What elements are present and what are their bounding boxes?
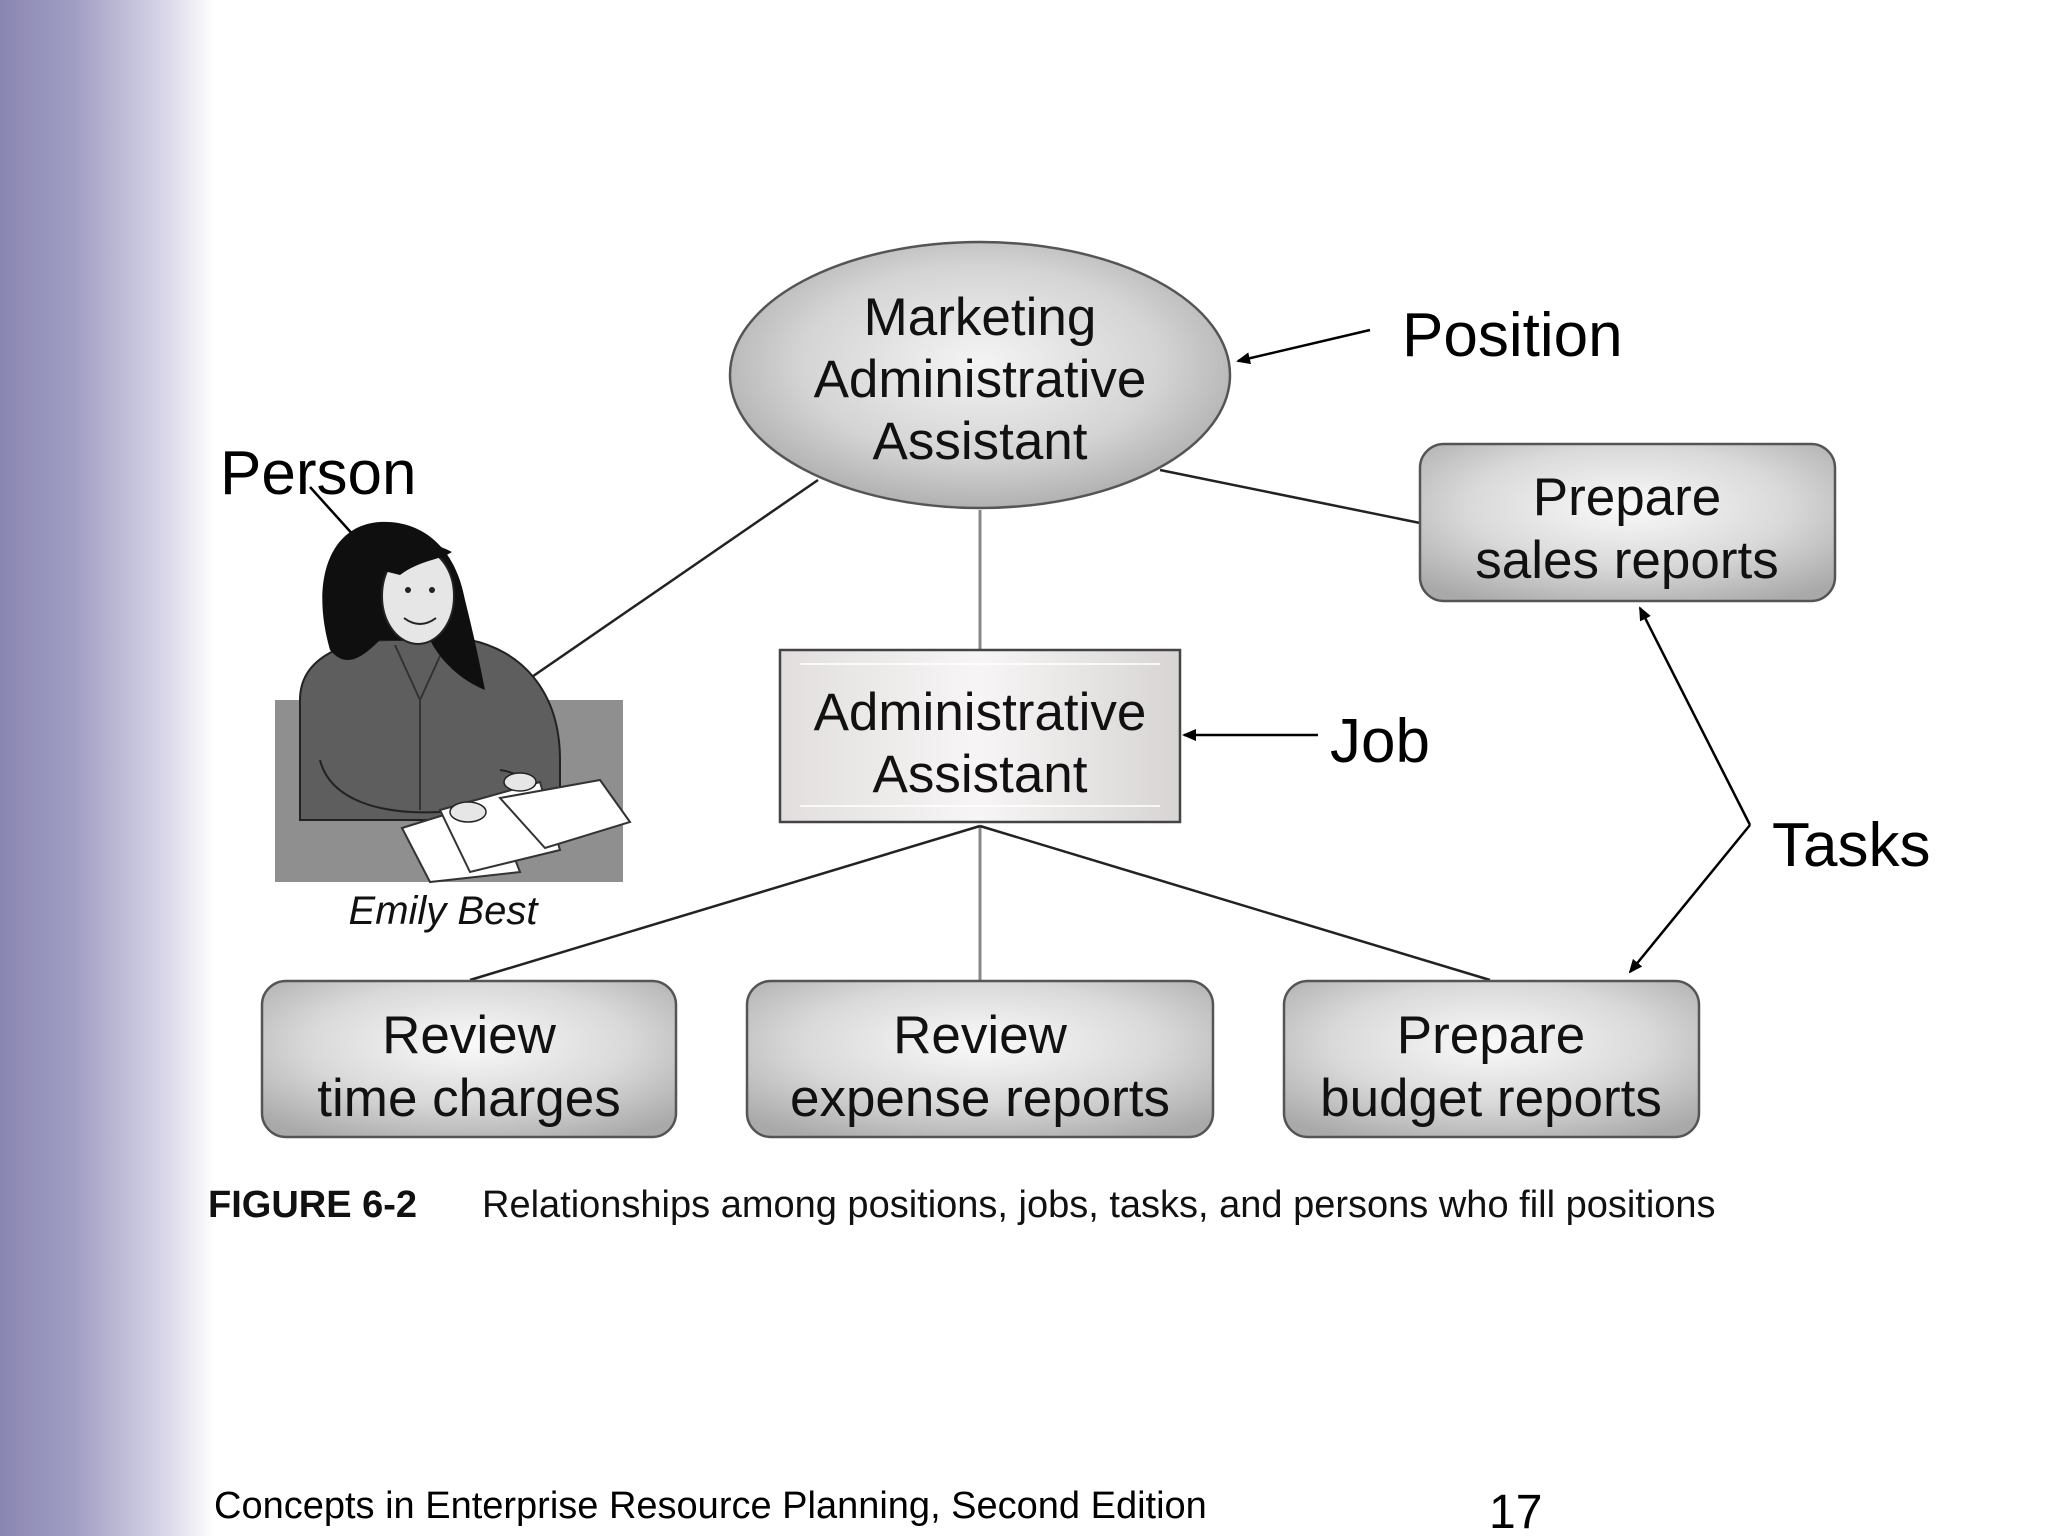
person-name-label: Emily Best — [349, 889, 540, 933]
footer-page-number: 17 — [1489, 1486, 1542, 1536]
figure-caption: FIGURE 6-2 Relationships among positions… — [208, 1184, 1716, 1226]
task-node-budget-line-1: Prepare — [1397, 1006, 1586, 1065]
task-node-budget-line-2: budget reports — [1320, 1069, 1662, 1128]
job-node: Administrative Assistant — [778, 648, 1182, 824]
position-node: Marketing Administrative Assistant — [728, 240, 1232, 510]
tasks-callout-arrow-down — [1628, 824, 1751, 974]
tasks-callout-arrow-up — [1638, 606, 1752, 826]
person-to-position-line — [509, 478, 819, 694]
person-body — [299, 639, 561, 821]
position-callout-arrow — [1236, 328, 1371, 365]
task-node-time-line-2: time charges — [317, 1069, 620, 1128]
position-callout-label: Position — [1402, 301, 1623, 370]
connector-lines — [469, 468, 1491, 982]
task-node-expense-line-2: expense reports — [790, 1069, 1170, 1128]
task-node-time-charges: Review time charges — [260, 979, 678, 1139]
position-node-line-1: Marketing — [864, 288, 1097, 347]
task-node-time-line-1: Review — [382, 1006, 557, 1065]
job-callout-label: Job — [1330, 707, 1430, 776]
position-node-line-2: Administrative — [814, 350, 1147, 409]
position-callout: Position — [1236, 301, 1623, 370]
person-callout: Person — [220, 439, 416, 549]
tasks-callout-label: Tasks — [1772, 811, 1930, 880]
job-to-budget-task-line — [979, 824, 1491, 982]
tasks-callout: Tasks — [1628, 606, 1930, 974]
task-node-expense-line-1: Review — [893, 1006, 1068, 1065]
position-to-sales-task-line — [1159, 468, 1421, 525]
job-to-time-task-line — [469, 824, 981, 982]
footer-book-title: Concepts in Enterprise Resource Planning… — [214, 1485, 1207, 1527]
task-node-sales-line-1: Prepare — [1533, 468, 1722, 527]
task-node-sales-reports: Prepare sales reports — [1418, 442, 1837, 603]
job-node-line-2: Assistant — [872, 745, 1087, 804]
paper-3 — [498, 778, 632, 850]
figure-caption-label: FIGURE 6-2 — [208, 1184, 417, 1226]
figure-caption-text: Relationships among positions, jobs, tas… — [482, 1184, 1716, 1226]
job-callout: Job — [1182, 707, 1430, 776]
task-node-expense-reports: Review expense reports — [745, 979, 1215, 1139]
position-node-line-3: Assistant — [872, 412, 1087, 471]
task-node-sales-line-2: sales reports — [1475, 531, 1778, 590]
person-illustration — [275, 521, 632, 884]
task-node-budget-reports: Prepare budget reports — [1282, 979, 1701, 1139]
left-gradient-band — [0, 0, 215, 1536]
job-node-line-1: Administrative — [814, 683, 1147, 742]
